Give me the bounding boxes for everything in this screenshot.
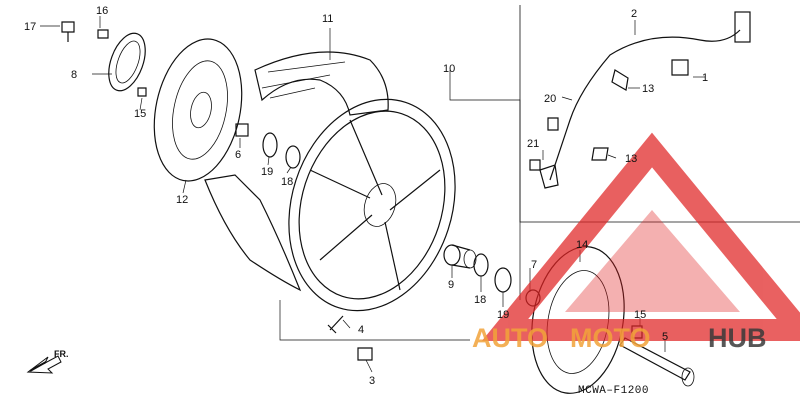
callout-15b: 15 (634, 309, 646, 321)
callout-11: 11 (322, 13, 333, 25)
bearing (473, 253, 489, 277)
callout-6: 6 (235, 149, 241, 161)
callout-19b: 19 (497, 309, 509, 321)
wheel-speed-sensor (539, 11, 751, 189)
callout-8: 8 (71, 69, 77, 81)
diagram-code: MCWA–F1200 (578, 385, 649, 397)
callout-9: 9 (448, 279, 454, 291)
callout-14: 14 (576, 239, 588, 251)
callout-19a: 19 (261, 166, 273, 178)
callout-21: 21 (527, 138, 539, 150)
callout-13a: 13 (642, 83, 654, 95)
bolt (529, 159, 541, 171)
front-wheel-rim (288, 98, 456, 312)
air-valve (327, 315, 344, 334)
callout-7: 7 (531, 259, 537, 271)
watermark-moto: MOTO (570, 323, 651, 353)
callout-12: 12 (176, 194, 188, 206)
pulser-ring (108, 32, 146, 92)
callout-10: 10 (443, 63, 455, 75)
callout-1: 1 (702, 72, 708, 84)
bolt (137, 87, 147, 97)
callout-3: 3 (369, 375, 375, 387)
tire (254, 51, 389, 116)
callout-16: 16 (96, 5, 108, 17)
callout-13b: 13 (625, 153, 637, 165)
callout-18a: 18 (281, 176, 293, 188)
bearing-upper (285, 145, 301, 169)
callout-2: 2 (631, 8, 637, 20)
callout-18b: 18 (474, 294, 486, 306)
callout-5: 5 (662, 331, 668, 343)
callout-20: 20 (544, 93, 556, 105)
bolt (61, 21, 75, 42)
watermark-auto: AUTO (472, 323, 548, 353)
bolt (97, 29, 109, 39)
side-collar (235, 123, 249, 137)
balance-weight (357, 347, 373, 361)
leader-lines (40, 16, 705, 373)
collar (443, 244, 477, 269)
dust-seal (494, 267, 512, 293)
front-direction-arrow (26, 355, 62, 374)
callout-15a: 15 (134, 108, 146, 120)
inner-fender (204, 174, 302, 292)
left-brake-disc (153, 38, 243, 182)
bolt (547, 117, 559, 131)
callout-17: 17 (24, 21, 36, 33)
watermark-hub: HUB (708, 323, 767, 353)
direction-label: FR. (54, 349, 69, 359)
callout-4: 4 (358, 324, 364, 336)
dust-seal-upper (262, 132, 278, 158)
watermark-logo (481, 132, 800, 341)
